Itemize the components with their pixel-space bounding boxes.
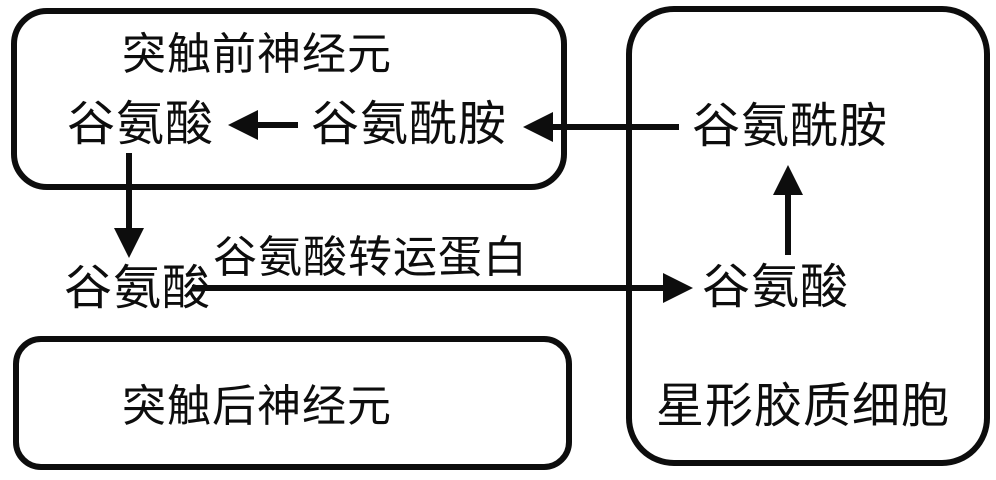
presynaptic-glutamate-label: 谷氨酸 (67, 98, 215, 151)
arrow-glutamate-uptake-line (192, 285, 666, 291)
postsynaptic-neuron-box (13, 336, 572, 470)
presynaptic-neuron-title: 突触前神经元 (122, 30, 392, 79)
postsynaptic-neuron-title: 突触后神经元 (122, 382, 392, 431)
arrow-glutamine-to-glutamate-line (254, 122, 298, 128)
arrow-down-icon (114, 228, 144, 258)
arrow-glutamate-to-glutamine-line (785, 193, 791, 255)
astrocyte-box (626, 6, 990, 466)
arrow-left-icon (228, 110, 258, 140)
astrocyte-glutamine-label: 谷氨酰胺 (692, 100, 889, 153)
presynaptic-neuron-box (11, 8, 567, 190)
arrow-left-icon (523, 112, 553, 142)
astrocyte-glutamate-label: 谷氨酸 (702, 261, 850, 314)
synaptic-glutamate-label: 谷氨酸 (64, 262, 212, 315)
arrow-up-icon (773, 165, 803, 195)
glutamate-transporter-label: 谷氨酸转运蛋白 (213, 233, 528, 282)
arrow-astrocyte-glutamine-to-presynaptic-line (549, 124, 679, 130)
astrocyte-title: 星形胶质细胞 (656, 380, 951, 433)
arrow-right-icon (663, 273, 693, 303)
arrow-glutamate-release-line (126, 153, 132, 230)
presynaptic-glutamine-label: 谷氨酰胺 (311, 98, 508, 151)
